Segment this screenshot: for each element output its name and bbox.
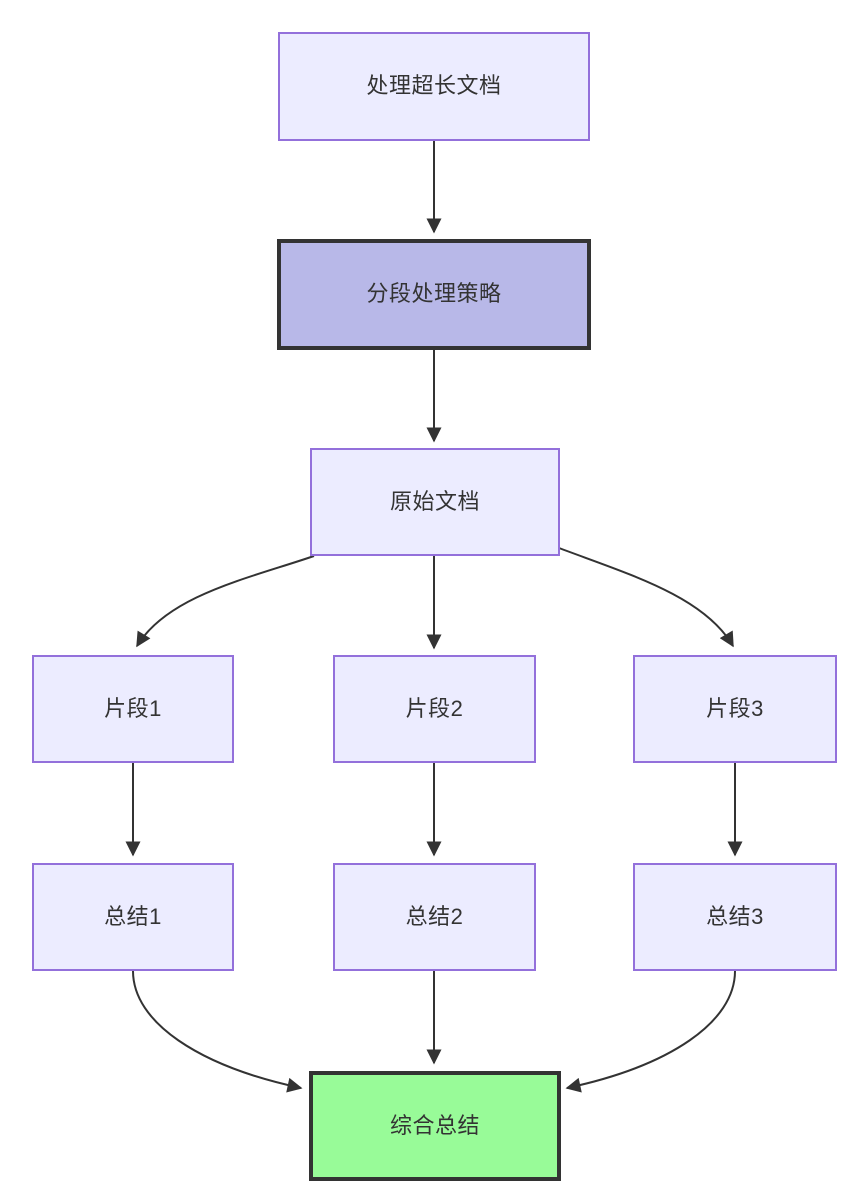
node-final-label: 综合总结 <box>389 1112 480 1138</box>
node-fragment1: 片段1 <box>32 655 234 763</box>
node-fragment3: 片段3 <box>633 655 837 763</box>
node-summary3: 总结3 <box>633 863 837 971</box>
node-start: 处理超长文档 <box>278 32 590 141</box>
node-fragment2: 片段2 <box>333 655 536 763</box>
edge-summary3-to-final <box>565 970 736 1093</box>
node-summary2: 总结2 <box>333 863 536 971</box>
node-summary1: 总结1 <box>32 863 234 971</box>
node-fragment2-label: 片段2 <box>405 695 464 721</box>
node-strategy: 分段处理策略 <box>277 239 591 350</box>
node-source-label: 原始文档 <box>389 488 480 514</box>
node-source: 原始文档 <box>310 448 560 556</box>
node-fragment3-label: 片段3 <box>706 695 764 721</box>
node-fragment1-label: 片段1 <box>104 695 162 721</box>
edge-source-to-fragment1 <box>136 555 315 648</box>
edge-summary1-to-final <box>132 970 303 1093</box>
node-summary3-label: 总结3 <box>706 903 764 929</box>
node-summary1-label: 总结1 <box>104 903 162 929</box>
node-strategy-label: 分段处理策略 <box>366 281 502 307</box>
node-summary2-label: 总结2 <box>405 903 464 929</box>
node-start-label: 处理超长文档 <box>366 73 502 99</box>
node-final: 综合总结 <box>309 1071 561 1181</box>
edge-source-to-fragment3 <box>558 547 734 648</box>
